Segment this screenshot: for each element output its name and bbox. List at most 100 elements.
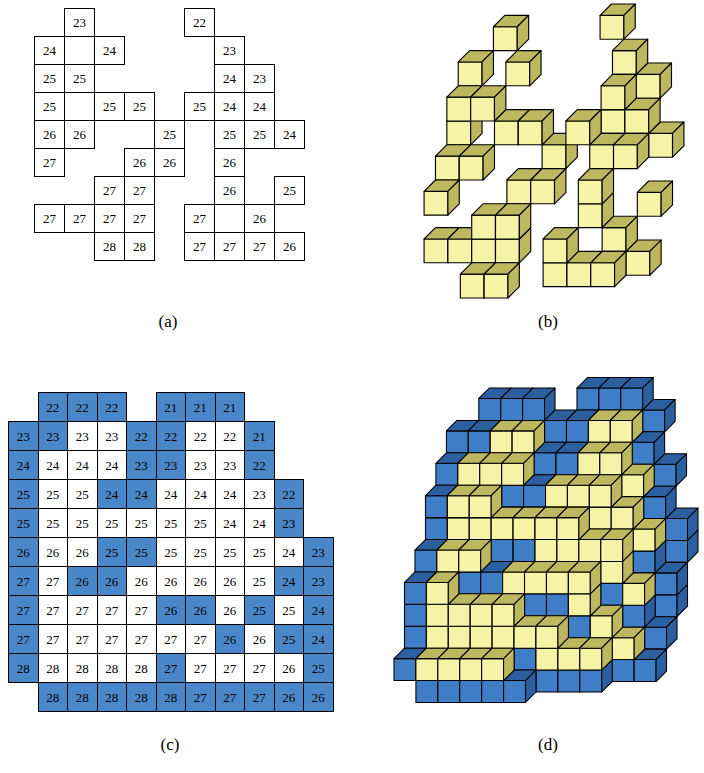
grid-cell: 24 — [274, 120, 305, 149]
cube-side — [622, 442, 632, 474]
cube-front — [514, 648, 536, 670]
cube-front — [578, 180, 602, 204]
cube-side — [661, 181, 672, 216]
depth-value: 26 — [223, 184, 236, 197]
grid-cell: 24 — [97, 450, 128, 480]
cube-side — [567, 228, 578, 263]
cube-side — [602, 169, 613, 204]
cube-side — [665, 399, 675, 431]
depth-value: 26 — [223, 633, 236, 646]
depth-value: 24 — [46, 459, 59, 472]
cube-side — [524, 453, 534, 485]
depth-value: 27 — [73, 212, 86, 225]
grid-cell: 25 — [34, 92, 65, 121]
depth-value: 26 — [105, 575, 118, 588]
grid-cell: 26 — [156, 595, 187, 625]
voxel-cube — [426, 572, 458, 604]
cube-front — [601, 110, 625, 134]
cube-front — [645, 627, 667, 649]
cube-front — [666, 519, 688, 541]
cube-front — [507, 180, 531, 204]
cube-front — [634, 660, 656, 682]
cube-front — [416, 659, 438, 681]
voxel-view — [394, 378, 698, 703]
depth-value: 28 — [105, 662, 118, 675]
depth-value: 25 — [253, 128, 266, 141]
voxel-cube — [424, 180, 459, 215]
depth-value: 28 — [135, 662, 148, 675]
cube-front — [471, 97, 495, 121]
depth-value: 25 — [253, 604, 266, 617]
grid-cell: 28 — [38, 653, 69, 683]
grid-cell: 27 — [126, 624, 157, 654]
grid-cell: 25 — [156, 537, 187, 567]
cube-side — [625, 74, 636, 109]
grid-cell: 25 — [67, 508, 98, 538]
grid-cell: 27 — [244, 682, 275, 712]
cube-front — [535, 518, 557, 540]
grid-cell: 27 — [38, 566, 69, 596]
grid-cell: 26 — [215, 566, 246, 596]
cube-front — [637, 192, 661, 216]
depth-value: 26 — [76, 575, 89, 588]
cube-front — [492, 626, 514, 648]
depth-value: 27 — [105, 604, 118, 617]
cube-side — [545, 388, 555, 420]
cube-front — [468, 431, 490, 453]
depth-value: 22 — [253, 459, 266, 472]
grid-cell: 25 — [274, 176, 305, 205]
cube-front — [567, 485, 589, 507]
cube-front — [437, 550, 459, 572]
depth-value: 25 — [76, 517, 89, 530]
depth-value: 27 — [223, 240, 236, 253]
voxel-cube — [610, 410, 642, 442]
grid-cell: 24 — [97, 479, 128, 509]
depth-value: 26 — [223, 156, 236, 169]
cube-side — [623, 529, 633, 561]
depth-value: 23 — [17, 430, 30, 443]
grid-cell: 23 — [303, 566, 334, 596]
depth-value: 23 — [312, 575, 325, 588]
cube-front — [491, 540, 513, 562]
depth-value: 27 — [193, 212, 206, 225]
cube-front — [623, 605, 645, 627]
cube-front — [558, 648, 580, 670]
depth-value: 25 — [164, 546, 177, 559]
cube-front — [556, 453, 578, 475]
cube-front — [416, 681, 438, 703]
grid-cell: 28 — [67, 682, 98, 712]
cube-side — [482, 51, 493, 86]
cube-front — [543, 239, 567, 263]
depth-value: 27 — [133, 212, 146, 225]
depth-value: 26 — [194, 604, 207, 617]
grid-cell: 27 — [67, 595, 98, 625]
grid-cell: 27 — [244, 653, 275, 683]
depth-value: 27 — [76, 633, 89, 646]
cube-front — [493, 27, 517, 51]
depth-value: 23 — [105, 430, 118, 443]
grid-cell: 26 — [274, 682, 305, 712]
grid-cell: 24 — [94, 36, 125, 65]
cube-side — [656, 649, 666, 681]
depth-value: 28 — [17, 662, 30, 675]
cube-side — [644, 464, 654, 496]
cube-front — [602, 228, 626, 252]
voxel-cube — [601, 74, 636, 109]
cube-side — [645, 573, 655, 605]
cube-side — [688, 508, 698, 540]
cube-side — [602, 638, 612, 670]
cube-side — [611, 475, 621, 507]
depth-value: 22 — [282, 488, 295, 501]
grid-cell: 24 — [38, 450, 69, 480]
depth-value: 22 — [135, 430, 148, 443]
cube-side — [633, 497, 643, 529]
grid-cell: 28 — [38, 682, 69, 712]
cube-front — [482, 681, 504, 703]
grid-cell: 26 — [34, 120, 65, 149]
grid-cell: 26 — [274, 232, 305, 261]
cube-front — [655, 573, 677, 595]
depth-value: 26 — [135, 575, 148, 588]
panel-caption: (a) — [138, 313, 198, 332]
grid-cell: 24 — [303, 624, 334, 654]
depth-value: 27 — [194, 691, 207, 704]
